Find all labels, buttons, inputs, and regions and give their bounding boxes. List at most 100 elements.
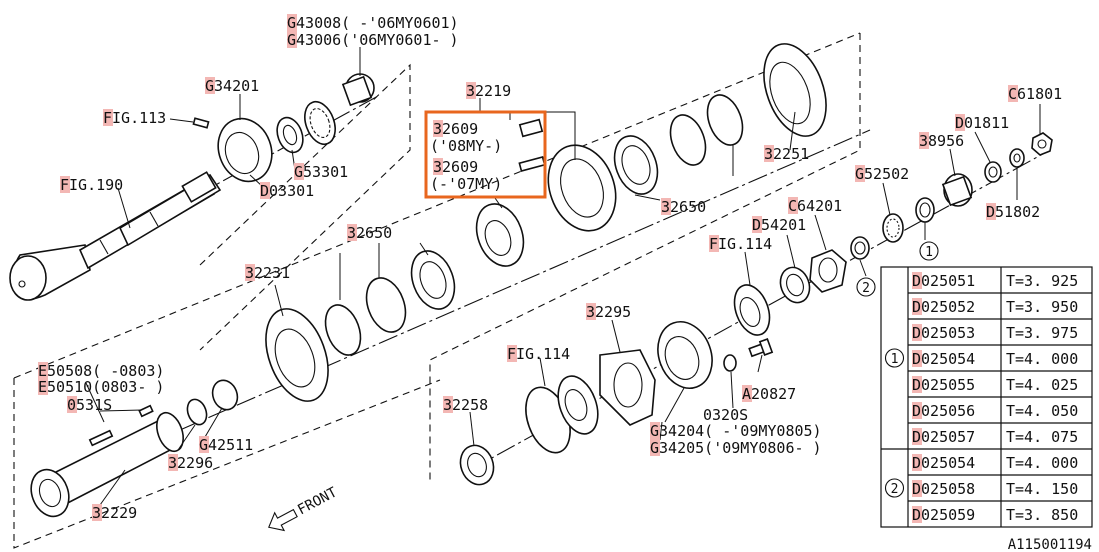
sleeve-gear-32219 [547, 144, 617, 232]
washer-d54201 [779, 266, 811, 304]
nut-c64201 [809, 249, 847, 293]
snap-ring-d03301 [276, 116, 304, 154]
shim-part-highlight [912, 428, 922, 445]
label-fig114-upper: FIG.114 [709, 235, 772, 253]
shim-group-marker: 2 [891, 482, 899, 497]
shim-thickness: T=4. 150 [1006, 480, 1078, 498]
gear-fig114-upper [733, 284, 771, 336]
shim-part-highlight [912, 324, 922, 341]
front-direction-indicator: FRONT [268, 484, 340, 532]
shim-thickness: T=3. 850 [1006, 506, 1078, 524]
shim-part-highlight [912, 506, 922, 523]
shim-thickness: T=3. 950 [1006, 298, 1078, 316]
shim-thickness: T=4. 000 [1006, 454, 1078, 472]
shim-part-number: D025054 [912, 350, 975, 368]
shim-callout-1-part [915, 197, 935, 223]
washer-d01811 [984, 161, 1002, 183]
label-d01811: D01811 [955, 114, 1009, 132]
label-g43008: G43008( -'06MY0601) [287, 14, 459, 32]
highlight-box-32609 [424, 110, 547, 199]
washer-0320s [723, 354, 737, 372]
label-32251: 32251 [764, 145, 809, 163]
label-a20827: A20827 [742, 385, 796, 403]
label-g34205: G34205('09MY0806- ) [650, 439, 822, 457]
label-fig190: FIG.190 [60, 176, 123, 194]
callout-2: 2 [856, 277, 876, 297]
gear-fig114-lower [525, 375, 599, 454]
synchro-rings-32650-lower [324, 250, 456, 356]
label-32609-a-note: ('08MY-) [430, 137, 502, 155]
label-32609-a: 32609 [433, 120, 478, 138]
label-32229: 32229 [92, 504, 137, 522]
synchro-hub-32219 [475, 203, 525, 267]
label-g52502: G52502 [855, 165, 909, 183]
shim-part-number: D025052 [912, 298, 975, 316]
label-38956: 38956 [919, 132, 964, 150]
shim-thickness: T=3. 925 [1006, 272, 1078, 290]
label-0531s: 0531S [67, 396, 112, 414]
label-32650-upper: 32650 [661, 198, 706, 216]
shim-part-highlight [912, 272, 922, 289]
label-d03301: D03301 [260, 182, 314, 200]
shim-part-number: D025055 [912, 376, 975, 394]
part-labels: G43008( -'06MY0601) G43006('06MY0601- ) … [38, 14, 1062, 522]
shim-group-marker: 1 [891, 352, 899, 367]
washer-d51802 [1009, 148, 1025, 168]
synchro-ring-32650-upper [613, 135, 659, 195]
mid-diagonal-dashed-line [13, 32, 861, 379]
cone-ring-32650 [669, 94, 744, 166]
detent-spring-32609-08my [518, 118, 544, 138]
callout-1: 1 [919, 241, 939, 261]
shim-callout-2-part [850, 236, 870, 260]
callout-1-text: 1 [925, 245, 933, 260]
shim-part-number: D025056 [912, 402, 975, 420]
label-32231: 32231 [245, 264, 290, 282]
shim-part-highlight [912, 298, 922, 315]
label-32609-b: 32609 [433, 158, 478, 176]
label-g43006: G43006('06MY0601- ) [287, 31, 459, 49]
needle-bearing-g42511 [211, 379, 239, 411]
thrust-washer-g53301 [304, 100, 336, 146]
input-shaft-32229 [30, 411, 184, 518]
shim-part-highlight [912, 350, 922, 367]
callout-2-text: 2 [862, 281, 870, 296]
shaft-bearing [217, 117, 273, 183]
label-e50510: E50510(0803- ) [38, 378, 164, 396]
plate-32295 [599, 349, 656, 426]
label-32609-b-note: (-'07MY) [430, 175, 502, 193]
shim-part-number: D025058 [912, 480, 975, 498]
shim-part-highlight [912, 402, 922, 419]
shim-thickness: T=4. 050 [1006, 402, 1078, 420]
label-32295: 32295 [586, 303, 631, 321]
nut-c61801 [1031, 132, 1053, 156]
front-label: FRONT [295, 484, 340, 518]
washer-32296 [186, 398, 208, 426]
label-g34201: G34201 [205, 77, 259, 95]
shim-part-number: D025057 [912, 428, 975, 446]
shim-thickness: T=4. 000 [1006, 350, 1078, 368]
shim-thickness: T=4. 075 [1006, 428, 1078, 446]
label-32296: 32296 [168, 454, 213, 472]
bearing-housing-g34204 [657, 321, 713, 389]
label-g42511: G42511 [199, 436, 253, 454]
bearing-32258 [459, 444, 495, 486]
lower-dashed-frame [13, 378, 441, 549]
gear-32251 [763, 43, 827, 137]
label-c64201: C64201 [788, 197, 842, 215]
label-32258: 32258 [443, 396, 488, 414]
shim-group-marker-circle [884, 348, 905, 368]
shim-part-number: D025059 [912, 506, 975, 524]
label-d51802: D51802 [986, 203, 1040, 221]
lock-washer-g52502 [882, 213, 904, 243]
needle-bearing-g43008 [341, 73, 375, 107]
shim-part-highlight [912, 480, 922, 497]
needle-bearing-38956 [941, 173, 973, 207]
output-shaft [9, 171, 222, 301]
diagram-id: A115001194 [1008, 537, 1092, 552]
shim-thickness: T=4. 025 [1006, 376, 1078, 394]
shim-part-number: D025051 [912, 272, 975, 290]
label-e50508: E50508( -0803) [38, 362, 164, 380]
shim-part-number: D025054 [912, 454, 975, 472]
